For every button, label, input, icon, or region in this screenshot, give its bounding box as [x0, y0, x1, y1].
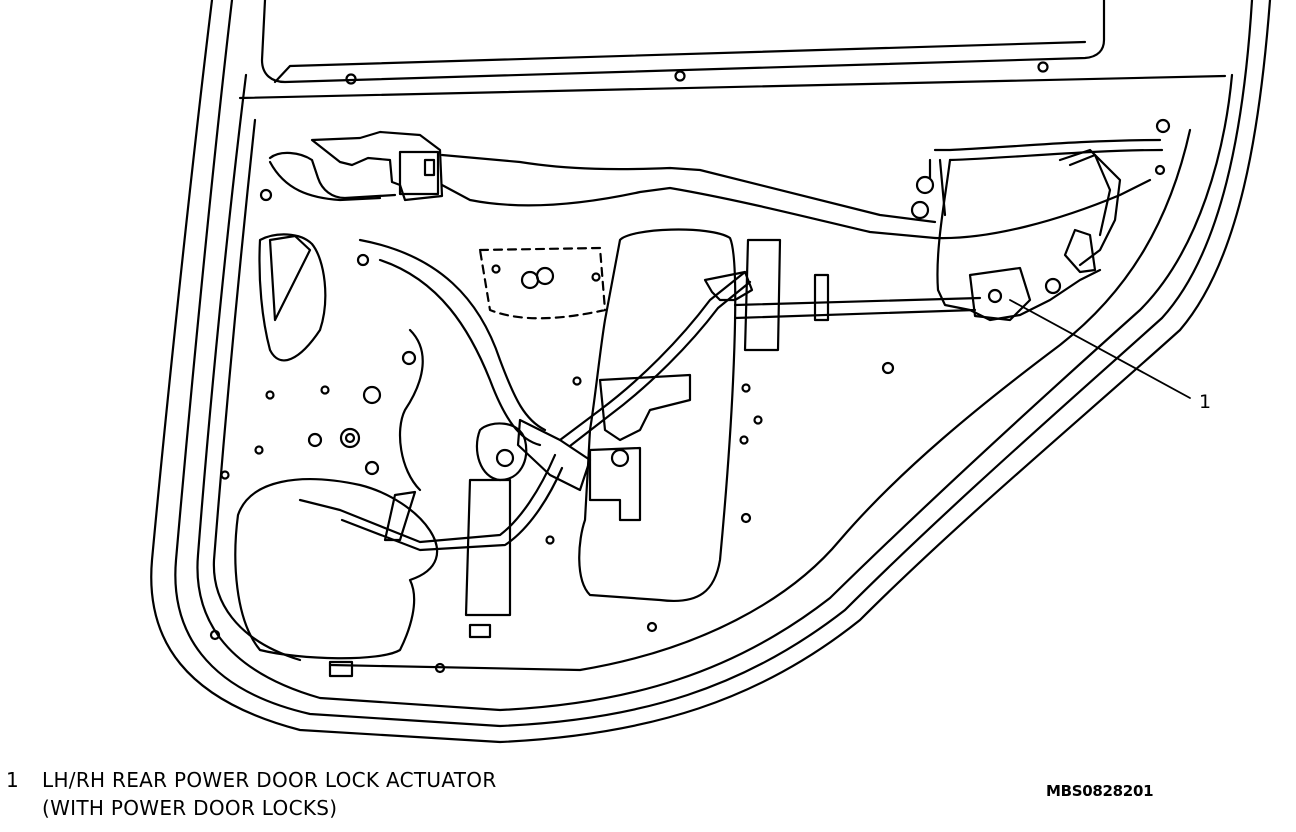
actuator-bracket — [936, 148, 1122, 322]
legend-item-number: 1 — [6, 768, 20, 792]
callout-1-leader — [1009, 299, 1191, 399]
legend-item-label: LH/RH REAR POWER DOOR LOCK ACTUATOR — [42, 768, 497, 792]
upper-cable-assembly — [268, 130, 1164, 240]
lock-linkage-rods — [298, 270, 752, 552]
inner-panel-edge — [212, 118, 1192, 672]
callout-number-1: 1 — [1199, 391, 1212, 413]
window-sill — [238, 0, 1227, 100]
legend-item-sublabel: (WITH POWER DOOR LOCKS) — [42, 796, 338, 820]
access-openings — [234, 228, 737, 660]
fastener-holes — [209, 118, 1171, 674]
regulator-channel — [328, 238, 692, 678]
legend-item: 1 LH/RH REAR POWER DOOR LOCK ACTUATOR — [6, 766, 497, 794]
actuator-rod — [733, 273, 982, 322]
door-panel-illustration — [150, 0, 1272, 744]
figure-id: MBS0828201 — [1046, 782, 1154, 800]
door-outer-frame — [150, 0, 1272, 744]
legend: 1 LH/RH REAR POWER DOOR LOCK ACTUATOR (W… — [6, 766, 497, 822]
rod-clip — [703, 238, 782, 352]
